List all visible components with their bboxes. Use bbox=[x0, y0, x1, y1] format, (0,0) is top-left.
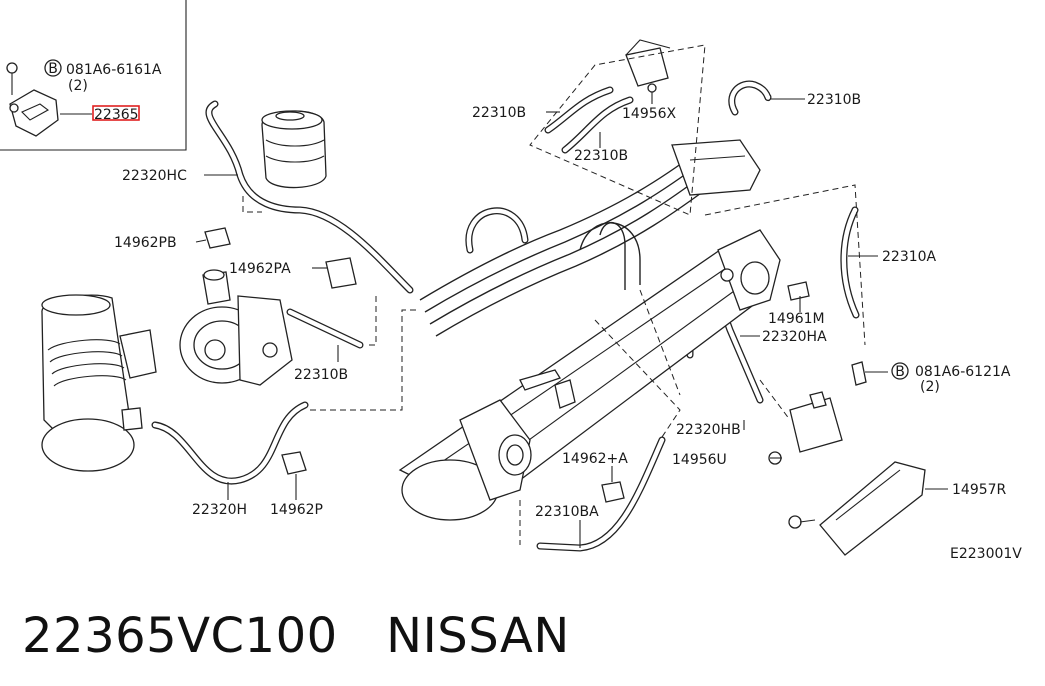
diagram-code: E223001V bbox=[950, 546, 1022, 562]
callout-22310BA: 22310BA bbox=[535, 504, 599, 520]
callout-22310B-mid: 22310B bbox=[294, 367, 348, 383]
vacuum-pump-icon bbox=[179, 269, 293, 386]
callout-14962PB: 14962PB bbox=[114, 235, 177, 251]
callout-14962P: 14962P bbox=[270, 502, 323, 518]
dashed-guides bbox=[242, 44, 866, 545]
callout-22320HC: 22320HC bbox=[122, 168, 187, 184]
bolt-circle-right bbox=[891, 362, 909, 380]
inset-bolt-qty: (2) bbox=[68, 78, 88, 94]
vacuum-hoses bbox=[151, 80, 860, 552]
inset-bolt-code: 081A6-6161A bbox=[66, 62, 162, 78]
callout-22310B-top-mid: 22310B bbox=[574, 148, 628, 164]
callout-22310A: 22310A bbox=[882, 249, 937, 265]
callout-bolt-qty-right: (2) bbox=[920, 379, 940, 395]
callout-14962A: 14962+A bbox=[562, 451, 628, 467]
intake-collector-icon bbox=[398, 229, 781, 521]
inset-part-number: 22365 bbox=[94, 107, 139, 123]
leader-lines bbox=[195, 92, 948, 548]
part-highlight-box bbox=[92, 105, 140, 121]
callout-14956X: 14956X bbox=[622, 106, 677, 122]
callout-14962PA: 14962PA bbox=[229, 261, 291, 277]
callout-22310B-top-left: 22310B bbox=[472, 105, 526, 121]
callout-14961M: 14961M bbox=[768, 311, 825, 327]
air-duct-icon bbox=[41, 294, 157, 472]
clip-icons bbox=[204, 227, 810, 503]
part-caption: 22365VC100 NISSAN bbox=[22, 608, 570, 664]
callout-bolt-code-right: 081A6-6121A bbox=[915, 364, 1011, 380]
solenoid-right-icon bbox=[768, 361, 926, 556]
callout-labels: 22310B 14956X 22310B 22310B 22320HC 1496… bbox=[114, 92, 1022, 562]
solenoid-top-icon bbox=[625, 39, 761, 196]
callout-22320HA: 22320HA bbox=[762, 329, 827, 345]
tube-bundle bbox=[419, 149, 717, 337]
callout-22320H: 22320H bbox=[192, 502, 247, 518]
callout-22320HB: 22320HB bbox=[676, 422, 741, 438]
inset-sensor-icon bbox=[9, 89, 59, 137]
canister-icon bbox=[261, 110, 327, 189]
callout-14957R: 14957R bbox=[952, 482, 1007, 498]
inset-panel: B 081A6-6161A (2) 22365 bbox=[0, 0, 187, 151]
callout-22310B-top-right: 22310B bbox=[807, 92, 861, 108]
inset-bolt-circle bbox=[44, 59, 62, 77]
callout-14956U: 14956U bbox=[672, 452, 727, 468]
bolt-circle-right-label: B bbox=[895, 364, 905, 380]
inset-bolt-icon bbox=[6, 62, 18, 95]
parts-diagram: B 081A6-6161A (2) 22365 bbox=[0, 0, 1022, 562]
inset-bolt-circle-label: B bbox=[48, 61, 58, 77]
